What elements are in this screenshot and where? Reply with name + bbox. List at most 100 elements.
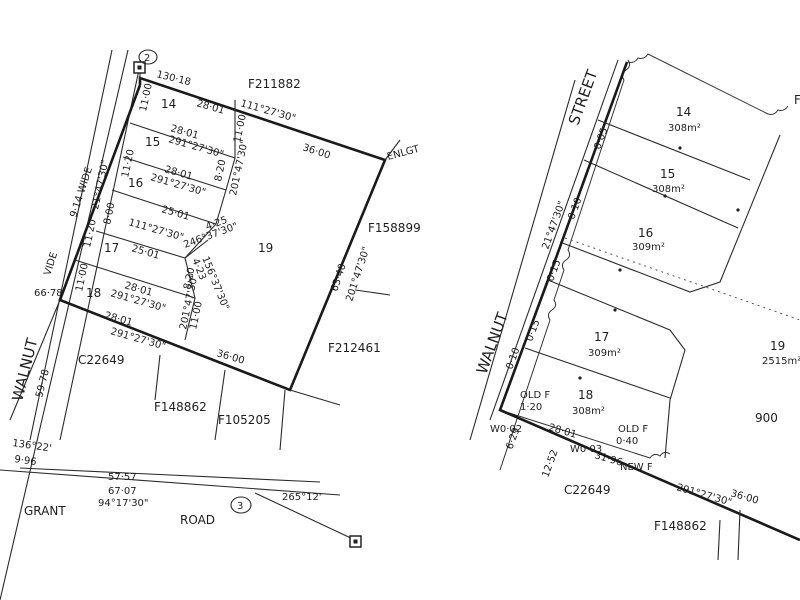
dim-66-78: 66·78 [34,288,63,299]
bearing-vertical: 201°47'30" [228,139,251,197]
grant-road-line-2 [19,467,321,483]
lot-line-14-15 [129,122,236,159]
lot-number-r-18: 18 [578,388,593,402]
dim-8-20-b: 8·20 [182,267,197,291]
dim-0-40: 0·40 [616,436,638,447]
lot-number-900: 900 [755,411,778,425]
lot-line-r-16-17 [547,279,671,331]
survey-dot-5 [613,308,617,312]
survey-dot-6 [578,376,582,380]
right-plan: STREET WALNUT 14 308m² 15 308m² 16 309m²… [469,53,800,561]
lot-number-15: 15 [145,135,160,149]
lot-area-r-18: 308m² [572,406,605,417]
folio-label-right-partial: F [794,93,800,107]
folio-label-right-lower: F212461 [328,341,381,355]
dim-59-78: 59·78 [34,368,52,398]
walnut-road-right-1 [489,59,619,421]
walnut-road-line-2 [59,64,141,441]
dim-67-07: 67·07 [108,486,137,497]
grant-road-label: GRANT [24,504,66,518]
bearing-136: 136°22' [12,438,53,454]
lot-number-r-16: 16 [638,226,653,240]
grant-road-line-1 [0,469,341,496]
grant-road-label-2: ROAD [180,513,215,527]
lot-area-r-16: 309m² [632,242,665,253]
dim-0-15-b: 0·15 [524,318,542,343]
survey-dot-2 [663,194,667,198]
survey-dot-1 [678,146,682,150]
fence-line-south [499,409,671,459]
folio-label-right: F158899 [368,221,421,235]
enlgt-label: ENLGT [386,144,421,163]
dim-bottom-width: 28·01 [103,310,134,328]
ext-line-1 [384,139,401,161]
dim-25-01-b: 25·01 [130,243,161,261]
ext-line-3 [289,389,341,406]
new-fence-label: NEW F [620,462,653,473]
lot-line-r-17-boundary [664,329,686,459]
walnut-road-right-2 [469,79,576,441]
bearing-94: 94°17'30" [98,498,149,509]
dim-63-40: 63·40 [329,262,348,293]
lot-line-16-17a [111,189,217,225]
dim-8-20-a: 8·20 [213,159,228,183]
walnut-road-line-3 [9,299,61,421]
lot-number-19: 19 [258,241,273,255]
folio-label-top: F211882 [248,77,301,91]
ext-line-r-2 [737,509,741,561]
dim-9-96: 9·96 [14,454,38,468]
dim-top-right: 36·00 [301,142,332,161]
circle-marker-2 [138,49,158,65]
circle-marker-3 [230,496,252,514]
folio-label-bottom-2: F105205 [218,413,271,427]
lot-area-r-14: 308m² [668,123,701,134]
lot-area-r-17: 309m² [588,348,621,359]
ext-line-2 [354,289,391,296]
walnut-road-line-1 [29,49,113,441]
dim-25-01-a: 25·01 [160,204,191,222]
lot-line-15-16 [122,156,227,191]
lot-number-18: 18 [86,286,101,300]
dim-1-20: 1·20 [520,402,542,413]
dim-11-20-a: 11·20 [120,148,137,178]
ext-line-4 [154,354,161,401]
lot-line-r-17-18 [524,347,671,399]
dim-12-52: 12·52 [540,448,560,479]
bearing-right: 201°47'30" [344,245,372,303]
fence-line-north [627,53,789,115]
lot-number-16: 16 [128,176,143,190]
dim-0-05: 0·05 [592,126,610,151]
w0-02-label: W0·02 [490,424,522,435]
folio-label-right-bottom: F148862 [654,519,707,533]
folio-label-bottom-1: F148862 [154,400,207,414]
grant-road-line-3 [254,492,356,541]
w0-03-label: W0·03 [570,444,602,455]
lot-number-r-17: 17 [594,330,609,344]
lot-line-r-14-15 [597,119,751,181]
survey-dot-3 [736,208,740,212]
dim-57-57: 57·57 [108,472,137,483]
lot-line-r-15-16 [583,159,739,229]
dim-36-00: 36·00 [729,488,760,506]
lot-number-17: 17 [104,241,119,255]
lot-number-r-14: 14 [676,105,691,119]
dim-14-width: 28·01 [195,98,226,116]
ext-line-r-1 [717,519,721,561]
lot-line-r-19-west [559,134,781,293]
easement-line [564,237,800,321]
walnut-road-line-4 [0,49,129,600]
old-fence-label-1: OLD F [520,390,550,401]
lot-number-r-15: 15 [660,167,675,181]
crown-label-right: C22649 [564,483,611,497]
lot-line-19-tick [184,239,209,259]
left-plan: 2 3 130·18 F211882 F158899 F212461 ENLGT… [0,49,421,600]
survey-dot-4 [618,268,622,272]
lot-area-r-15: 308m² [652,184,685,195]
survey-square-mark-bottom-dot [353,539,358,544]
lot-area-r-19: 2515m² [762,356,800,367]
dim-8-00: 8·00 [102,202,117,226]
old-fence-label-2: OLD F [618,424,648,435]
bearing-bottom-right: 291°27'30" [675,482,733,508]
lot-number-r-19: 19 [770,339,785,353]
